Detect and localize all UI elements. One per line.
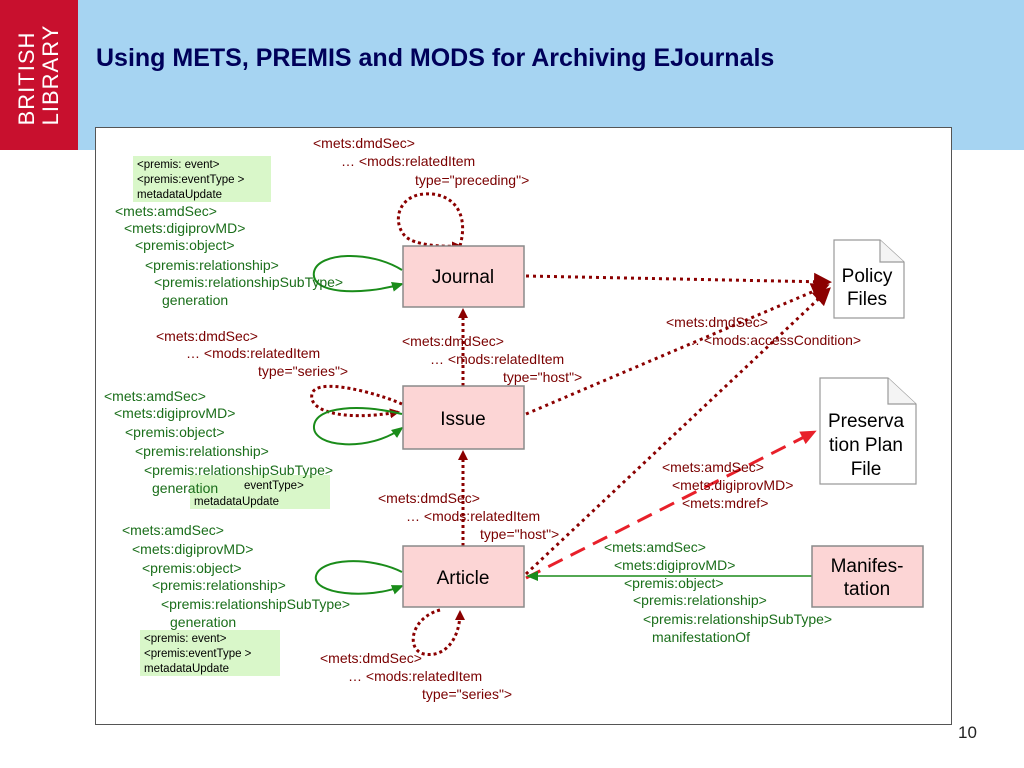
preservation-plan-fold [887, 378, 916, 405]
journal-premis-6: generation [162, 292, 228, 308]
mid-event-note [190, 475, 330, 509]
article-premis-1: <mets:amdSec> [122, 522, 224, 538]
issue-premis-1: <mets:amdSec> [104, 388, 206, 404]
article-self-loop [411, 608, 465, 657]
article-host-label-1: <mets:dmdSec> [378, 490, 480, 506]
issue-premis-5: <premis:relationshipSubType> [144, 462, 333, 478]
article-premis-loop [314, 560, 404, 595]
article-label: Article [437, 568, 490, 589]
article-premis-6: generation [170, 614, 236, 630]
access-label-1: <mets:dmdSec> [666, 314, 768, 330]
manifestation-rel-6: manifestationOf [652, 629, 750, 645]
mid-note-line-2: metadataUpdate [194, 496, 279, 508]
top-event-note [133, 156, 271, 202]
article-premis-3: <premis:object> [142, 560, 242, 576]
issue-premis-4: <premis:relationship> [135, 443, 269, 459]
policy-files-fold [879, 240, 904, 263]
policy-files-label-1: Policy [842, 266, 893, 287]
article-premis-4: <premis:relationship> [152, 577, 286, 593]
preservation-label-1: Preserva [828, 411, 904, 432]
article-to-preservation-arrow [525, 430, 817, 580]
journal-premis-1: <mets:amdSec> [115, 203, 217, 219]
article-self-label-3: type="series"> [422, 686, 512, 702]
article-self-label-1: <mets:dmdSec> [320, 650, 422, 666]
journal-premis-5: <premis:relationshipSubType> [154, 274, 343, 290]
journal-self-label-3: type="preceding"> [415, 172, 529, 188]
issue-label: Issue [440, 409, 485, 430]
manifestation-rel-3: <premis:object> [624, 575, 724, 591]
issue-host-label-3: type="host"> [503, 369, 582, 385]
issue-self-label-1: <mets:dmdSec> [156, 328, 258, 344]
bottom-note-line-2: <premis:eventType > [144, 648, 252, 660]
issue-box [402, 385, 525, 450]
manifestation-rel-4: <premis:relationship> [633, 592, 767, 608]
journal-premis-3: <premis:object> [135, 237, 235, 253]
issue-self-label-2: … <mods:relatedItem [186, 345, 320, 361]
issue-host-label-1: <mets:dmdSec> [402, 333, 504, 349]
issue-premis-6: generation [152, 480, 218, 496]
journal-label: Journal [432, 267, 494, 288]
journal-self-label-1: <mets:dmdSec> [313, 135, 415, 151]
bottom-note-line-1: <premis: event> [144, 633, 227, 645]
journal-premis-4: <premis:relationship> [145, 257, 279, 273]
article-premis-5: <premis:relationshipSubType> [161, 596, 350, 612]
issue-self-label-3: type="series"> [258, 363, 348, 379]
article-premis-2: <mets:digiprovMD> [132, 541, 253, 557]
access-label-2: … <mods:accessCondition> [686, 332, 861, 348]
manifestation-label-2: tation [844, 579, 890, 600]
issue-host-label-2: … <mods:relatedItem [430, 351, 564, 367]
issue-premis-3: <premis:object> [125, 424, 225, 440]
issue-premis-loop [312, 407, 404, 446]
journal-self-label-2: … <mods:relatedItem [341, 153, 475, 169]
bottom-event-note [140, 630, 280, 676]
british-library-logo: BRITISH LIBRARY [0, 0, 78, 150]
top-note-line-3: metadataUpdate [137, 189, 222, 201]
manifestation-box [811, 545, 924, 608]
top-note-line-1: <premis: event> [137, 159, 220, 171]
preservation-ref-2: <mets:digiprovMD> [672, 477, 793, 493]
mid-note-line-1: eventType> [244, 480, 304, 492]
bottom-note-line-3: metadataUpdate [144, 663, 229, 675]
journal-to-policy-arrow [525, 272, 832, 291]
issue-to-policy-arrow [525, 283, 830, 416]
preservation-label-3: File [851, 459, 882, 480]
manifestation-rel-1: <mets:amdSec> [604, 539, 706, 555]
article-self-label-2: … <mods:relatedItem [348, 668, 482, 684]
preservation-ref-3: <mets:mdref> [682, 495, 768, 511]
article-host-label-3: type="host"> [480, 526, 559, 542]
article-to-policy-arrow [524, 287, 831, 576]
manifestation-label-1: Manifes- [831, 556, 904, 577]
diagram-frame [95, 127, 952, 725]
manifestation-rel-2: <mets:digiprovMD> [614, 557, 735, 573]
slide-title: Using METS, PREMIS and MODS for Archivin… [96, 44, 775, 72]
journal-premis-loop [312, 254, 404, 293]
journal-self-loop [396, 192, 465, 252]
manifestation-rel-5: <premis:relationshipSubType> [643, 611, 832, 627]
article-box [402, 545, 525, 608]
journal-box [402, 245, 525, 308]
preservation-ref-1: <mets:amdSec> [662, 459, 764, 475]
top-note-line-2: <premis:eventType > [137, 174, 245, 186]
issue-self-loop [310, 384, 403, 419]
journal-premis-2: <mets:digiprovMD> [124, 220, 245, 236]
article-host-label-2: … <mods:relatedItem [406, 508, 540, 524]
header-band [0, 0, 1024, 150]
slide-number: 10 [958, 723, 977, 742]
issue-premis-2: <mets:digiprovMD> [114, 405, 235, 421]
policy-files-label-2: Files [847, 289, 887, 310]
preservation-label-2: tion Plan [829, 435, 903, 456]
